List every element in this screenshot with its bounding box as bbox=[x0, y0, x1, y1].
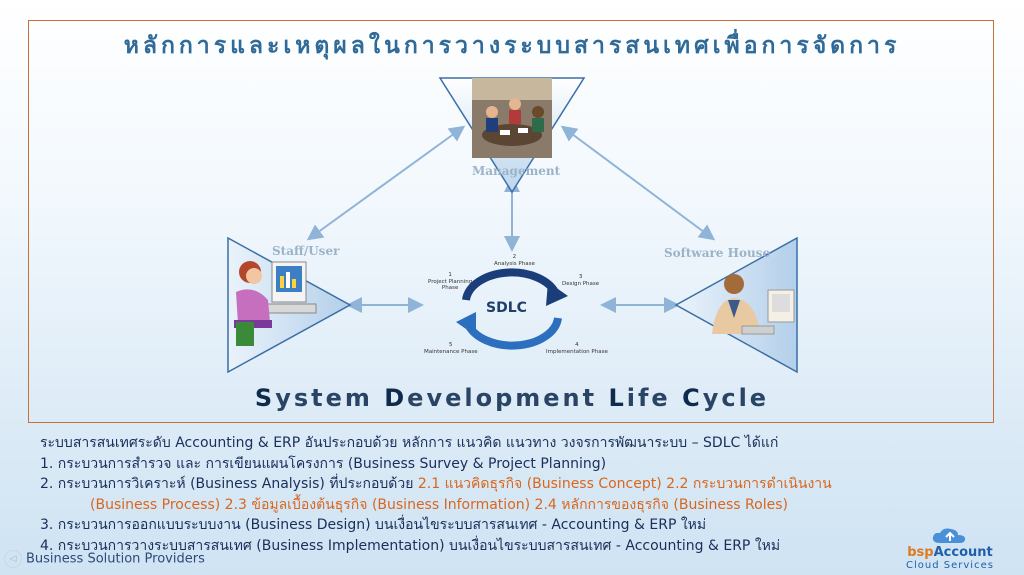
subtitle-s: S bbox=[254, 384, 276, 412]
cloud-upload-icon bbox=[932, 528, 966, 543]
logo-account: Account bbox=[933, 545, 993, 560]
body-item-2-line-2: (Business Process) 2.3 ข้อมูลเบื้องต้นธุ… bbox=[90, 496, 788, 513]
sdlc-cycle-arrow-bottom bbox=[464, 317, 562, 350]
sdlc-cycle-arrowhead-top bbox=[546, 282, 568, 306]
body-item-2: 2. กระบวนการวิเคราะห์ (Business Analysis… bbox=[40, 474, 940, 495]
sdlc-center-label: SDLC bbox=[486, 300, 527, 316]
subtitle-evelopment: evelopment bbox=[407, 384, 609, 412]
sdlc-box: 1 Project Planning Phase 2 Analysis Phas… bbox=[420, 250, 608, 360]
staff-user-label: Staff/User bbox=[272, 244, 340, 258]
sdlc-phase-5: 5 Maintenance Phase bbox=[424, 342, 478, 355]
sdlc-phase-4: 4 Implementation Phase bbox=[546, 342, 608, 355]
subtitle-ystem: ystem bbox=[275, 384, 385, 412]
page-title: หลักการและเหตุผลในการวางระบบสารสนเทศเพื่… bbox=[123, 33, 901, 59]
diagram-frame bbox=[28, 20, 994, 423]
back-circle-icon[interactable]: ◁ bbox=[4, 550, 22, 568]
subtitle-d: D bbox=[384, 384, 408, 412]
footer-company-name: Business Solution Providers bbox=[26, 551, 205, 567]
staff-user-illustration bbox=[234, 261, 317, 346]
sdlc-subtitle: System Development Life Cycle bbox=[0, 384, 1024, 412]
body-intro: ระบบสารสนเทศระดับ Accounting & ERP อันปร… bbox=[40, 435, 779, 451]
logo-wordmark: bspAccount bbox=[900, 545, 1000, 560]
management-meeting-illustration bbox=[472, 78, 552, 158]
software-house-illustration bbox=[712, 274, 795, 335]
subtitle-c: C bbox=[682, 384, 703, 412]
subtitle-ife: ife bbox=[626, 384, 683, 412]
arrow-management-software bbox=[560, 125, 716, 241]
subtitle-ycle: ycle bbox=[702, 384, 770, 412]
software-house-label: Software House bbox=[664, 246, 771, 260]
logo-bsp: bsp bbox=[907, 545, 934, 560]
sdlc-phase-2: 2 Analysis Phase bbox=[494, 254, 535, 267]
sdlc-phase-1: 1 Project Planning Phase bbox=[428, 272, 473, 291]
sdlc-cycle-arrowhead-bottom bbox=[456, 312, 476, 336]
management-label: Management bbox=[472, 164, 561, 178]
body-item-4: 4. กระบวนการวางระบบสารสนเทศ (Business Im… bbox=[40, 537, 781, 554]
subtitle-l: L bbox=[608, 384, 627, 412]
body-text: ระบบสารสนเทศระดับ Accounting & ERP อันปร… bbox=[40, 433, 940, 556]
body-item-3: 3. กระบวนการออกแบบระบบงาน (Business Desi… bbox=[40, 517, 707, 533]
logo-tagline: Cloud Services bbox=[906, 560, 994, 571]
footer-company: ◁Business Solution Providers bbox=[4, 550, 205, 568]
body-item-2-prefix: 2. กระบวนการวิเคราะห์ (Business Analysis… bbox=[40, 476, 418, 492]
body-item-2-highlight: 2.1 แนวคิดธุรกิจ (Business Concept) 2.2 … bbox=[417, 476, 832, 492]
bsp-account-logo: bspAccount Cloud Services bbox=[900, 527, 1000, 571]
sdlc-phase-3: 3 Design Phase bbox=[562, 274, 600, 287]
body-item-1: 1. กระบวนการสำรวจ และ การเขียนแผนโครงการ… bbox=[40, 455, 607, 472]
arrow-management-staff bbox=[306, 125, 466, 241]
